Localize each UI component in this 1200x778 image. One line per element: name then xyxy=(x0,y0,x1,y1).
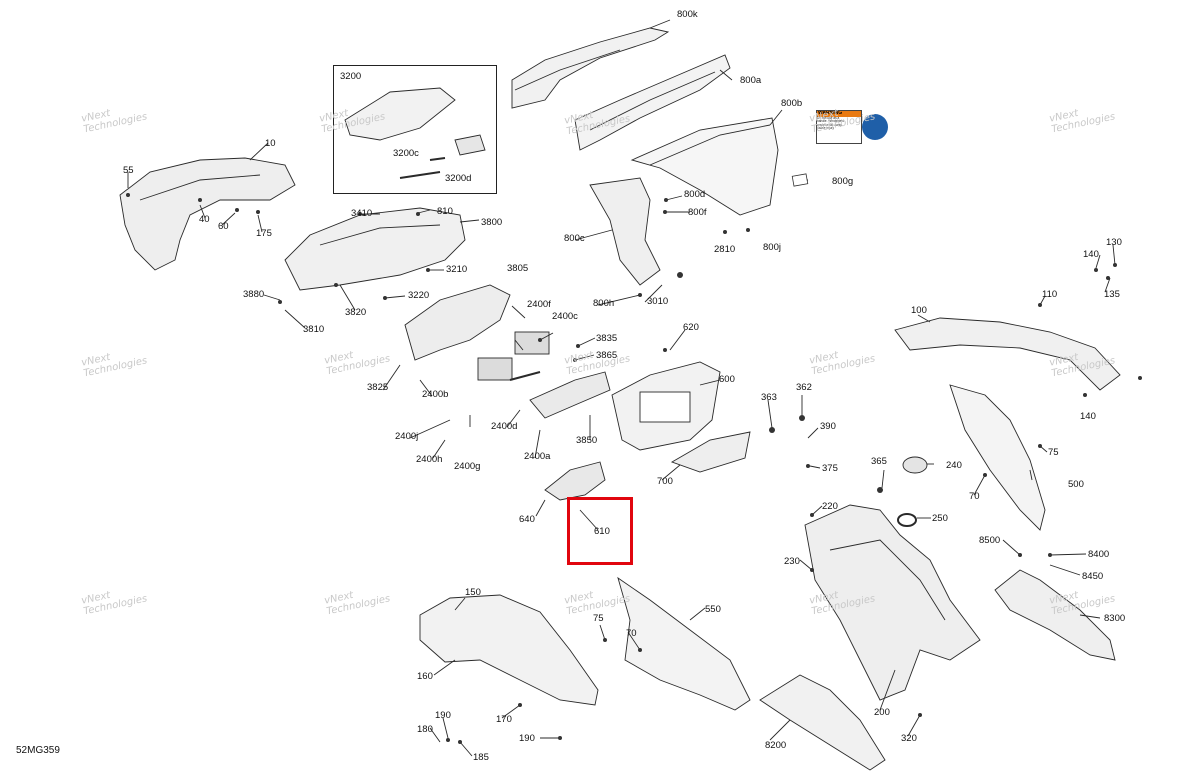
callout-label: 800k xyxy=(677,9,698,20)
callout-label: 810 xyxy=(437,206,453,217)
callout-label: 375 xyxy=(822,463,838,474)
callout-label: 550 xyxy=(705,604,721,615)
callout-label: 2400g xyxy=(454,461,481,472)
inset-frame-3200 xyxy=(333,65,497,194)
callout-label: 2810 xyxy=(714,244,736,255)
callout-label: 700 xyxy=(657,476,673,487)
callout-label: 365 xyxy=(871,456,887,467)
callout-label: 2400f xyxy=(527,299,551,310)
callout-label: 3200d xyxy=(445,173,472,184)
callout-label: 320 xyxy=(901,733,917,744)
callout-label: 8400 xyxy=(1088,549,1110,560)
callout-label: 10 xyxy=(265,138,276,149)
callout-label: 800c xyxy=(564,233,585,244)
callout-label: 2400d xyxy=(491,421,518,432)
callout-label: 170 xyxy=(496,714,512,725)
callout-label: 250 xyxy=(932,513,948,524)
callout-label: 135 xyxy=(1104,289,1120,300)
callout-label: 800f xyxy=(688,207,707,218)
callout-label: 640 xyxy=(519,514,535,525)
callout-label: 8450 xyxy=(1082,571,1104,582)
callout-label: 3800 xyxy=(481,217,503,228)
callout-label: 3850 xyxy=(576,435,598,446)
callout-label: 8200 xyxy=(765,740,787,751)
callout-label: 800b xyxy=(781,98,803,109)
callout-label: 220 xyxy=(822,501,838,512)
callout-label: 3865 xyxy=(596,350,618,361)
warning-title: WARNING xyxy=(817,111,861,117)
callout-label: 2400j xyxy=(395,431,419,442)
callout-label: 3835 xyxy=(596,333,618,344)
warning-text: Do not use as a handle. Windshield could… xyxy=(817,115,844,131)
callout-label: 500 xyxy=(1068,479,1084,490)
callout-label: 3825 xyxy=(367,382,389,393)
callout-label: 3200 xyxy=(340,71,362,82)
callout-label: 140 xyxy=(1083,249,1099,260)
callout-label: 800h xyxy=(593,298,615,309)
callout-label: 240 xyxy=(946,460,962,471)
warning-label-sticker: WARNING Do not use as a handle. Windshie… xyxy=(816,110,862,144)
callout-label: 362 xyxy=(796,382,812,393)
callout-label: 150 xyxy=(465,587,481,598)
callout-label: 610 xyxy=(594,526,610,537)
callout-label: 600 xyxy=(719,374,735,385)
callout-label: 40 xyxy=(199,214,210,225)
callout-label: 3820 xyxy=(345,307,367,318)
callout-label: 175 xyxy=(256,228,272,239)
highlight-box-610 xyxy=(567,497,633,565)
callout-label: 60 xyxy=(218,221,229,232)
callout-label: 2400a xyxy=(524,451,551,462)
callout-label: 390 xyxy=(820,421,836,432)
callout-label: 185 xyxy=(473,752,489,763)
callout-label: 800d xyxy=(684,189,706,200)
callout-label: 75 xyxy=(1048,447,1059,458)
callout-label: 75 xyxy=(593,613,604,624)
callout-label: 55 xyxy=(123,165,134,176)
callout-label: 800j xyxy=(763,242,781,253)
callout-label: 3410 xyxy=(351,208,373,219)
callout-label: 190 xyxy=(435,710,451,721)
callout-label: 200 xyxy=(874,707,890,718)
callout-label: 3200c xyxy=(393,148,419,159)
callout-label: 3805 xyxy=(507,263,529,274)
callout-label: 100 xyxy=(911,305,927,316)
callout-label: 190 xyxy=(519,733,535,744)
callout-label: 110 xyxy=(1042,289,1058,300)
callout-label: 363 xyxy=(761,392,777,403)
callout-label: 3880 xyxy=(243,289,265,300)
callout-label: 8300 xyxy=(1104,613,1126,624)
diagram-code: 52MG359 xyxy=(16,745,60,756)
callout-label: 620 xyxy=(683,322,699,333)
callout-label: 2400b xyxy=(422,389,449,400)
callout-label: 2400h xyxy=(416,454,443,465)
callout-label: 3010 xyxy=(647,296,669,307)
callout-label: 800a xyxy=(740,75,762,86)
callout-label: 70 xyxy=(969,491,980,502)
callout-label: 2400c xyxy=(552,311,578,322)
callout-label: 800g xyxy=(832,176,854,187)
callout-label: 160 xyxy=(417,671,433,682)
callout-label: 180 xyxy=(417,724,433,735)
callout-label: 140 xyxy=(1080,411,1096,422)
callout-label: 3220 xyxy=(408,290,430,301)
callout-label: 8500 xyxy=(979,535,1001,546)
callout-label: 70 xyxy=(626,628,637,639)
callout-label: 230 xyxy=(784,556,800,567)
mandatory-sign-icon xyxy=(862,114,888,140)
callout-label: 130 xyxy=(1106,237,1122,248)
callout-label: 3810 xyxy=(303,324,325,335)
callout-label: 3210 xyxy=(446,264,468,275)
